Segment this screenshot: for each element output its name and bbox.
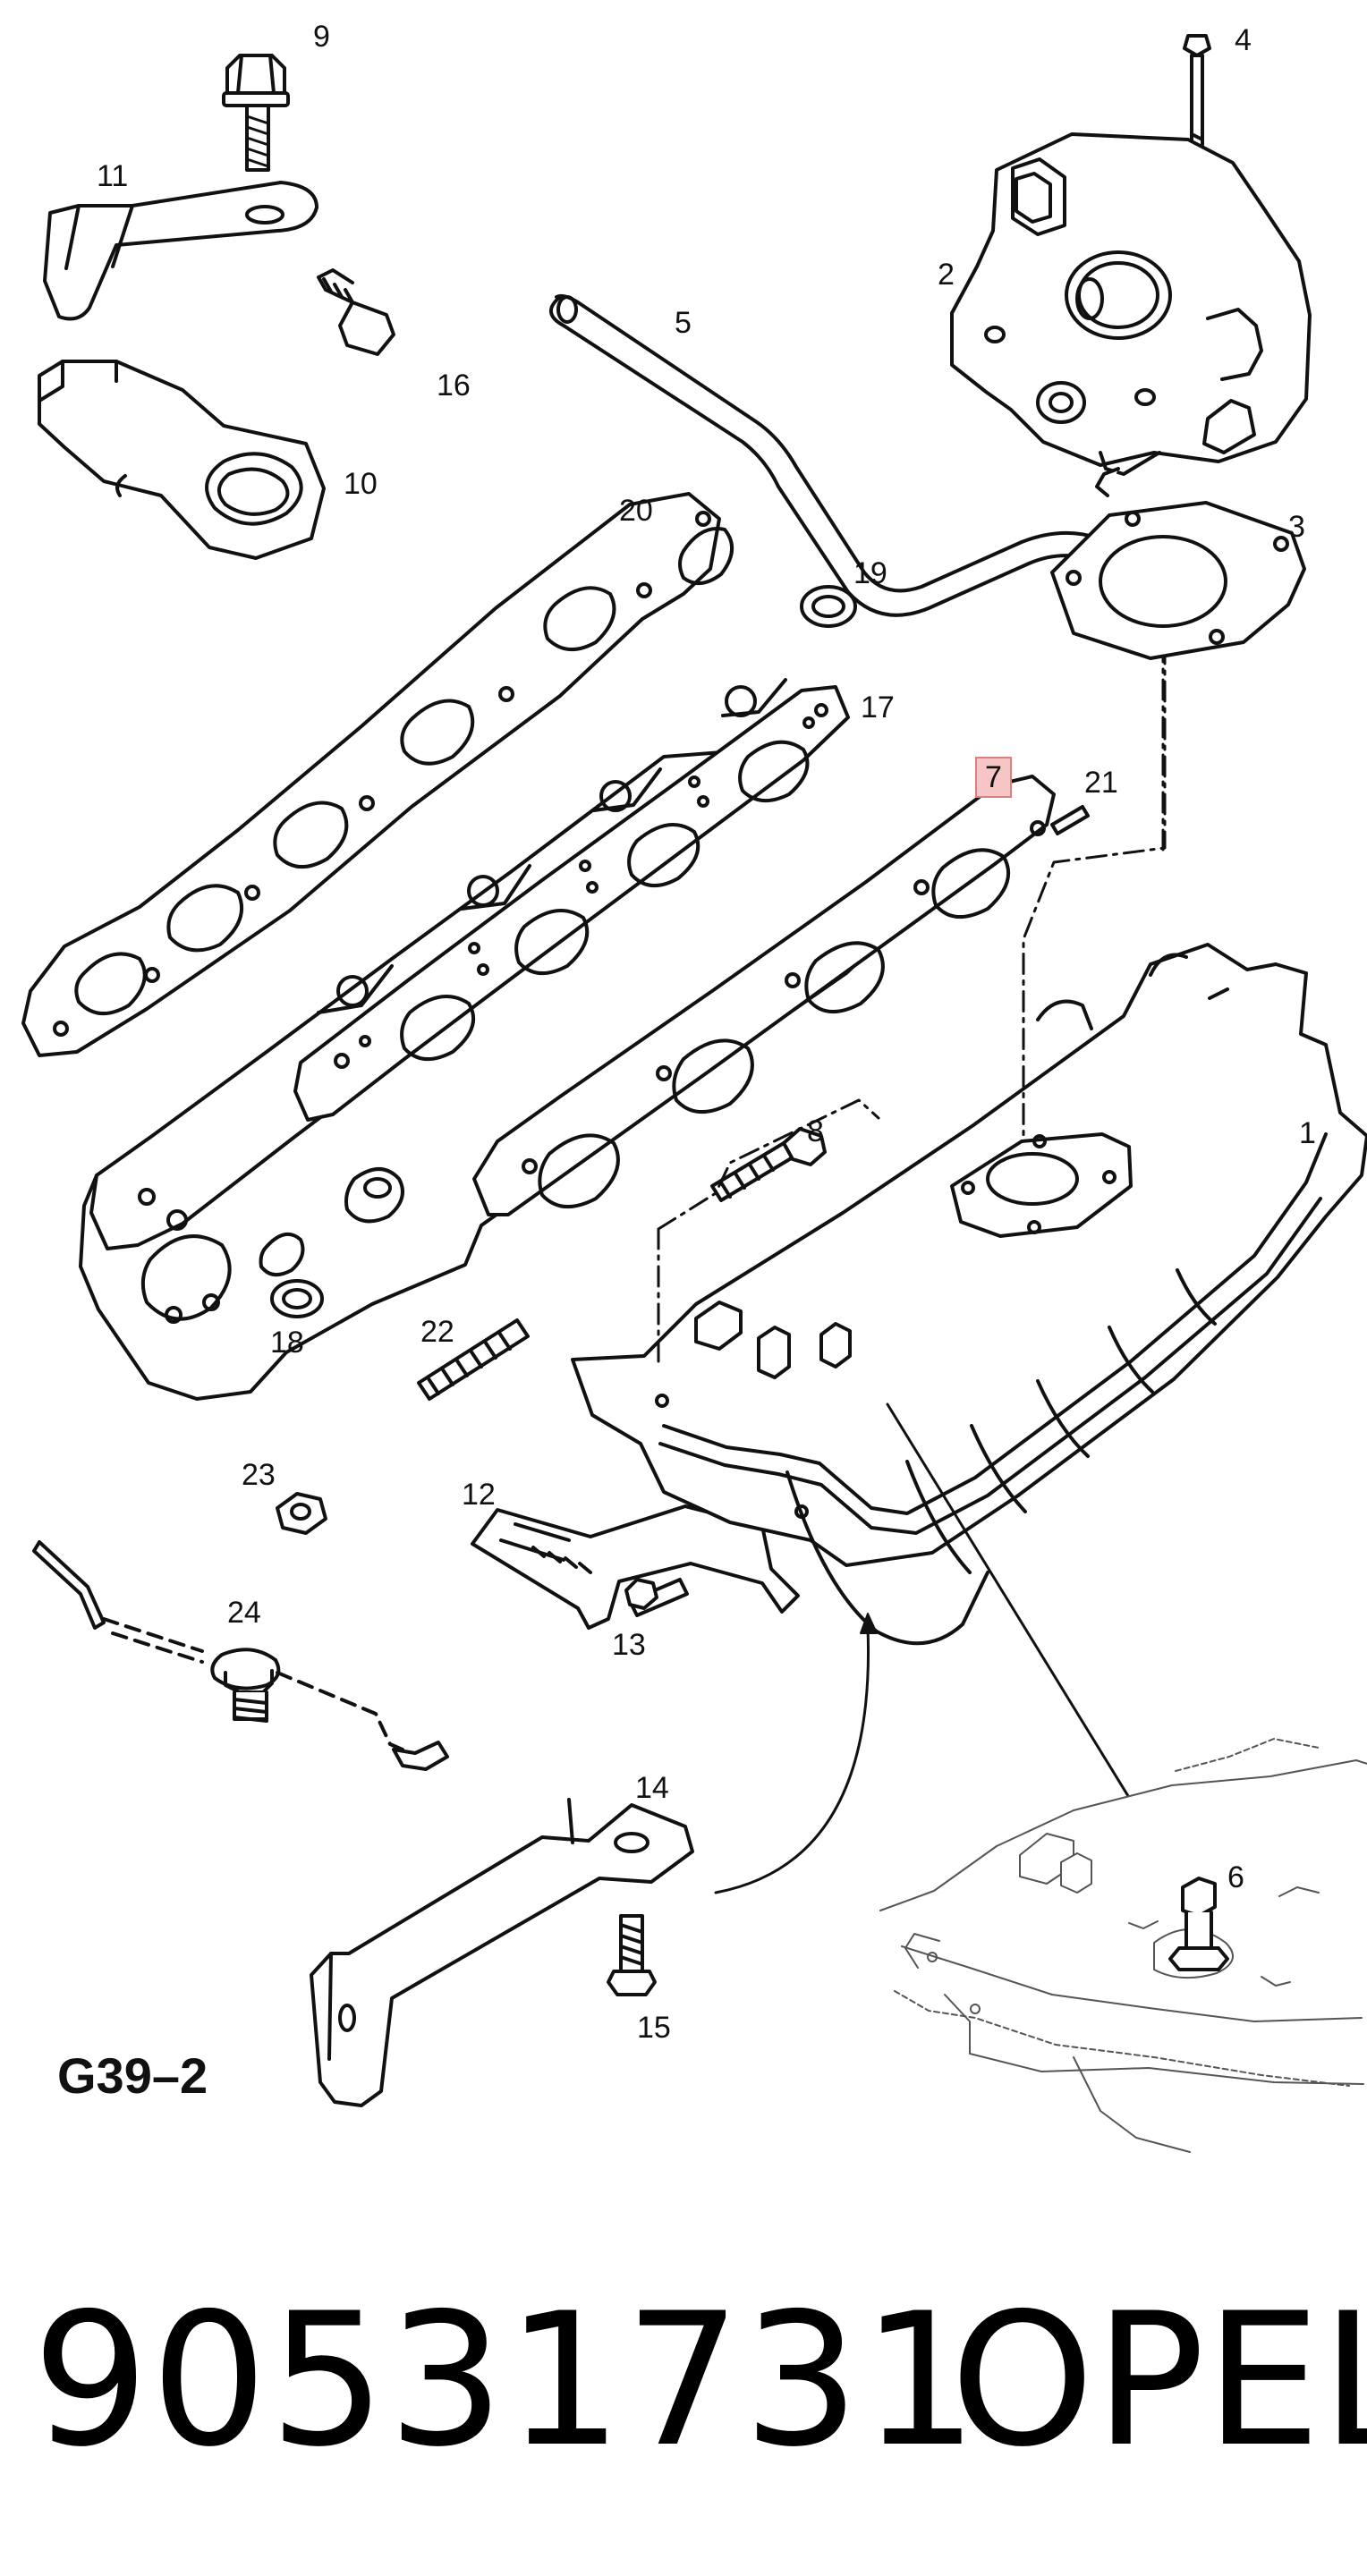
detail-view-6-sensor-location <box>879 1738 1367 2153</box>
part-2-throttle-body <box>950 132 1312 497</box>
part-14-bracket <box>310 1798 694 2107</box>
callout-14: 14 <box>635 1771 669 1805</box>
part-9-bolt <box>222 54 290 172</box>
assembly-guide-lines <box>657 642 1167 1363</box>
part-13-bolt <box>624 1578 689 1617</box>
part-19-seal-ring <box>800 585 857 628</box>
callout-24: 24 <box>227 1596 261 1630</box>
part-6-sensor <box>1168 1877 1229 1971</box>
callout-23: 23 <box>242 1458 276 1492</box>
part-24-ground-wire <box>32 1540 449 1771</box>
callout-7: 7 <box>975 757 1012 798</box>
part-3-throttle-gasket <box>1050 501 1306 660</box>
callout-1: 1 <box>1299 1116 1316 1150</box>
callout-16: 16 <box>437 369 471 402</box>
part-7-gasket <box>472 775 1056 1216</box>
part-22-stud <box>417 1318 530 1401</box>
part-8-bolt <box>710 1127 827 1202</box>
diagram-code: G39–2 <box>57 2047 208 2104</box>
callout-22: 22 <box>420 1315 454 1349</box>
callout-2: 2 <box>938 258 955 292</box>
callout-18: 18 <box>270 1326 304 1360</box>
callout-17: 17 <box>861 691 895 724</box>
part-15-bolt <box>607 1914 657 1996</box>
part-16-bolt <box>317 268 395 356</box>
arrow-14-to-1 <box>714 1613 878 1894</box>
brand-name: OPEL <box>950 2275 1367 2487</box>
callout-3: 3 <box>1288 510 1305 544</box>
callout-21: 21 <box>1084 766 1118 800</box>
part-17-flange-plate <box>293 685 850 1122</box>
part-1-intake-manifold <box>571 943 1367 1646</box>
part-11-bracket <box>43 181 318 321</box>
part-12-bracket <box>471 1504 800 1630</box>
callout-9: 9 <box>313 20 330 54</box>
callout-4: 4 <box>1235 23 1252 57</box>
part-number: 90531731 <box>32 2275 981 2487</box>
part-23-nut <box>276 1492 327 1535</box>
callout-13: 13 <box>612 1628 646 1662</box>
callout-10: 10 <box>344 467 378 501</box>
callout-20: 20 <box>619 494 653 528</box>
callout-11: 11 <box>97 159 129 193</box>
callout-8: 8 <box>807 1114 824 1148</box>
part-10-sensor <box>38 360 326 560</box>
callout-5: 5 <box>675 306 692 340</box>
part-20-manifold-gasket <box>21 492 734 1057</box>
part-21-pin <box>1050 805 1090 835</box>
callout-15: 15 <box>637 2011 671 2045</box>
callout-12: 12 <box>462 1478 496 1512</box>
part-18-seal-ring <box>270 1279 324 1318</box>
callout-19: 19 <box>853 556 887 590</box>
callout-6: 6 <box>1227 1860 1244 1894</box>
